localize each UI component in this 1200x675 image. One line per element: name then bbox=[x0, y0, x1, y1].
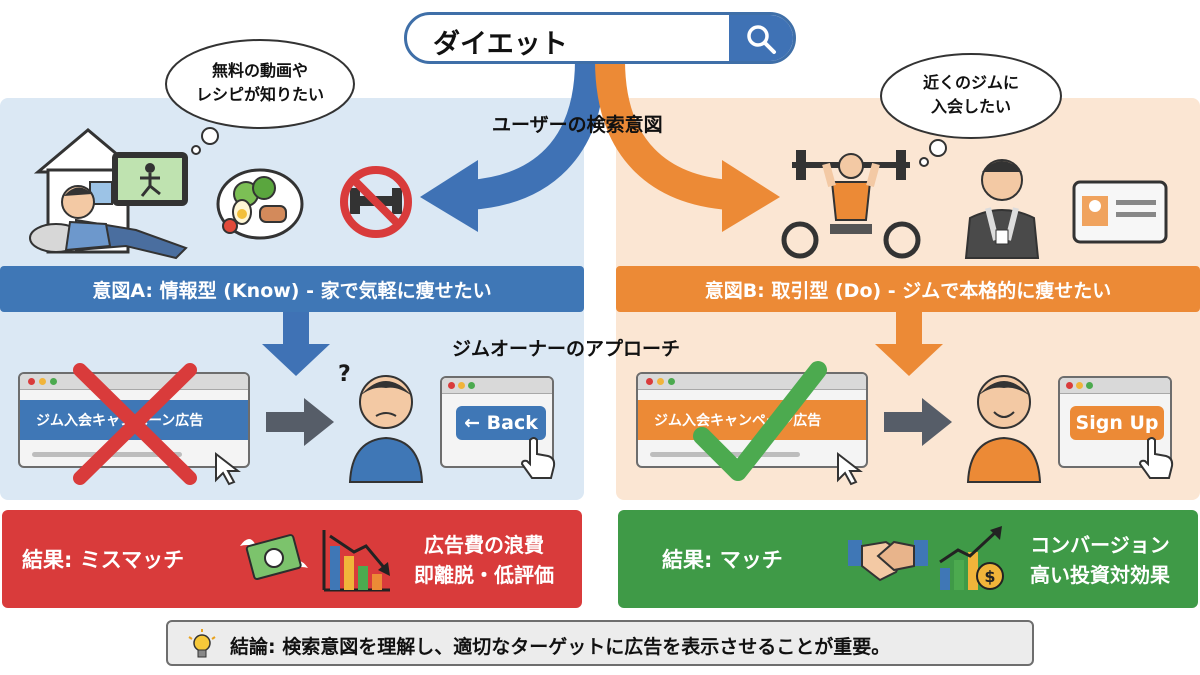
confused-person-icon bbox=[348, 375, 424, 483]
weightlifter-icon bbox=[781, 150, 921, 259]
pointing-hand-icon bbox=[1138, 437, 1174, 479]
sign-up-button[interactable]: Sign Up bbox=[1070, 406, 1164, 440]
pointing-hand-icon bbox=[520, 437, 556, 479]
tablet-video-icon bbox=[112, 152, 188, 206]
salad-bowl-icon bbox=[216, 168, 304, 240]
cursor-icon bbox=[837, 451, 863, 486]
flying-money-icon bbox=[240, 534, 308, 580]
thought-b-line-2: 入会したい bbox=[930, 97, 1011, 116]
conclusion-box: 結論: 検索意図を理解し、適切なターゲットに広告を表示させることが重要。 bbox=[166, 620, 1034, 666]
result-a-line-2: 即離脱・低評価 bbox=[414, 563, 554, 587]
gym-owner-approach-title: ジムオーナーのアプローチ bbox=[452, 338, 681, 360]
cursor-icon bbox=[215, 451, 241, 486]
thought-a-line-2: レシピが知りたい bbox=[195, 85, 324, 104]
thought-a-line-1: 無料の動画や bbox=[211, 61, 308, 80]
result-b-line-1: コンバージョン bbox=[1030, 533, 1170, 557]
growth-chart-icon: $ bbox=[939, 526, 1004, 590]
result-a-box: 結果: ミスマッチ 広告費の浪費 即離脱・低評価 bbox=[2, 510, 582, 608]
no-dumbbell-icon bbox=[340, 166, 412, 238]
result-a-line-1: 広告費の浪費 bbox=[424, 533, 544, 557]
result-b-title: 結果: マッチ bbox=[662, 548, 783, 572]
conclusion-text: 結論: 検索意図を理解し、適切なターゲットに広告を表示させることが重要。 bbox=[230, 636, 891, 658]
result-b-box: 結果: マッチ $ コンバージョン 高い投資対効果 bbox=[618, 510, 1198, 608]
thought-bubble-b: 近くのジムに 入会したい bbox=[878, 52, 1064, 168]
search-query: ダイエット bbox=[433, 29, 568, 60]
thought-bubble-a: 無料の動画や レシピが知りたい bbox=[162, 38, 358, 155]
intent-b-band: 意図B: 取引型 (Do) - ジムで本格的に痩せたい bbox=[616, 266, 1200, 312]
thought-b-line-1: 近くのジムに bbox=[922, 73, 1019, 92]
result-b-line-2: 高い投資対効果 bbox=[1030, 563, 1170, 587]
search-button[interactable] bbox=[729, 15, 793, 61]
ad-label-b[interactable]: ジム入会キャンペーン広告 bbox=[638, 400, 866, 440]
happy-person-icon bbox=[966, 375, 1042, 483]
question-mark: ? bbox=[338, 362, 351, 387]
result-a-title: 結果: ミスマッチ bbox=[22, 548, 185, 572]
svg-text:$: $ bbox=[984, 567, 995, 586]
trainer-icon bbox=[964, 159, 1040, 259]
lightbulb-icon bbox=[188, 629, 216, 658]
intent-a-band: 意図A: 情報型 (Know) - 家で気軽に痩せたい bbox=[0, 266, 584, 312]
search-icon bbox=[747, 25, 776, 54]
back-button[interactable]: ← Back bbox=[456, 406, 546, 440]
declining-chart-icon bbox=[322, 530, 390, 592]
member-card-icon bbox=[1072, 180, 1168, 244]
handshake-icon bbox=[848, 540, 928, 582]
user-intent-title: ユーザーの検索意図 bbox=[492, 114, 663, 136]
relaxing-person-icon bbox=[29, 185, 188, 260]
cross-mark-icon bbox=[73, 363, 197, 485]
check-mark-icon bbox=[693, 361, 827, 481]
search-bar[interactable]: ダイエット bbox=[404, 12, 796, 64]
